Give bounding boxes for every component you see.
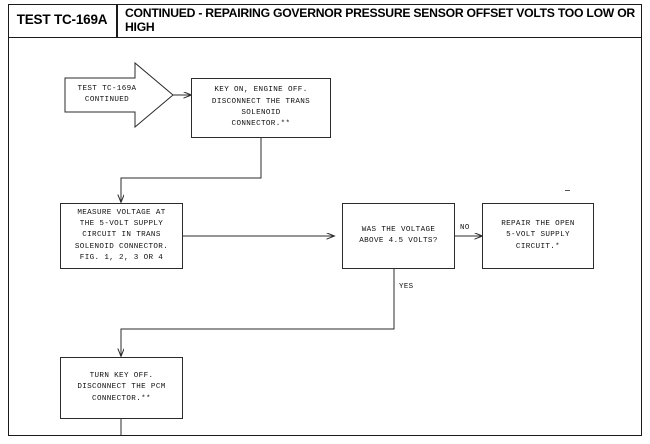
node-repair-open: REPAIR THE OPEN 5-VOLT SUPPLY CIRCUIT.* [482,203,594,269]
edge-label-yes: YES [399,283,414,291]
stray-mark [565,190,570,191]
node-key-on: KEY ON, ENGINE OFF. DISCONNECT THE TRANS… [191,78,331,138]
node-measure-voltage: MEASURE VOLTAGE AT THE 5-VOLT SUPPLY CIR… [60,203,183,269]
node-voltage-decision: WAS THE VOLTAGE ABOVE 4.5 VOLTS? [342,203,455,269]
test-id-box: TEST TC-169A [8,4,118,37]
start-arrow-shape [64,61,174,129]
start-arrow-node: TEST TC-169A CONTINUED [65,78,173,112]
connector-lines [64,61,642,435]
page-title: CONTINUED - REPAIRING GOVERNOR PRESSURE … [125,6,635,34]
page-header: TEST TC-169A CONTINUED - REPAIRING GOVER… [8,4,642,38]
edge-label-no: NO [460,224,470,232]
node-turn-key-off: TURN KEY OFF. DISCONNECT THE PCM CONNECT… [60,357,183,419]
flowchart-canvas: TEST TC-169A CONTINUED KEY ON, ENGINE OF… [8,38,642,436]
page-border [8,4,642,436]
start-arrow-label: TEST TC-169A CONTINUED [77,84,137,104]
